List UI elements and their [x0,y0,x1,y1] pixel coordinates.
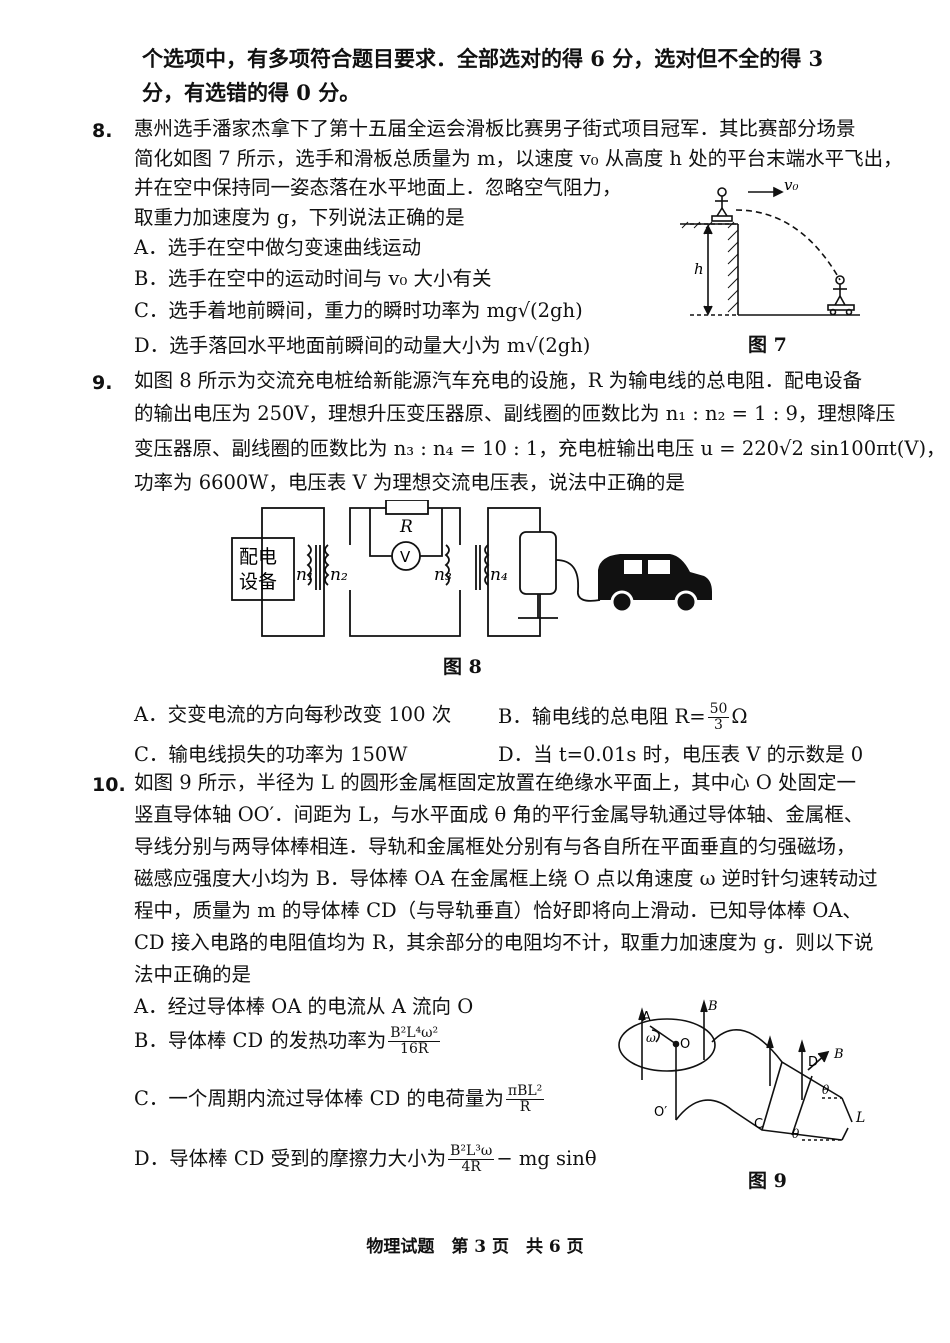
question-8-option-c: C．选手着地前瞬间，重力的瞬时功率为 mg√(2gh) [134,299,583,322]
question-9-option-d: D．当 t=0.01s 时，电压表 V 的示数是 0 [498,743,864,766]
page-footer: 物理试题 第 3 页 共 6 页 [366,1237,584,1257]
figure-9-rail-diagram: A B O ω O′ C D B θ θ L [618,999,865,1141]
fraction-denominator: 4R [461,1159,481,1175]
question-9-stem-line: 如图 8 所示为交流充电桩给新能源汽车充电的设施，R 为输电线的总电阻．配电设备 [134,369,863,392]
option-d-text: D．导体棒 CD 受到的摩擦力大小为 [134,1147,447,1170]
resistor-label: R [399,517,413,537]
coil-label: n₄ [490,565,508,585]
question-8-option-d: D．选手落回水平地面前瞬间的动量大小为 m√(2gh) [134,334,591,357]
fraction-numerator: B²L⁴ω² [388,1025,441,1042]
point-c-label: C [754,1117,763,1132]
question-9-option-a: A．交变电流的方向每秒改变 100 次 [134,703,452,726]
question-9-stem-line: 的输出电压为 250V，理想升压变压器原、副线圈的匝数比为 n₁ : n₂ = … [134,402,896,425]
fraction-numerator: 50 [707,701,730,718]
distance-l-label: L [855,1110,865,1126]
unit: Ω [731,705,748,728]
figure-7-skateboard-diagram: v₀ h [680,176,860,316]
question-8-stem-line: 并在空中保持同一姿态落在水平地面上．忽略空气阻力， [134,176,622,199]
question-10-stem-line: 竖直导体轴 OO′．间距为 L，与水平面成 θ 角的平行金属导轨通过导体轴、金属… [134,803,864,826]
figure-8-caption: 图 8 [443,656,482,678]
question-8-stem-line: 取重力加速度为 g，下列说法正确的是 [134,206,465,229]
device-label: 配电 [239,546,277,568]
height-label: h [694,260,704,278]
coil-label: n₃ [434,565,452,585]
figure-9-caption: 图 9 [748,1170,787,1192]
question-10-stem-line: 程中，质量为 m 的导体棒 CD（与导轨垂直）恰好即将向上滑动．已知导体棒 OA… [134,899,862,922]
velocity-label: v₀ [784,176,799,194]
voltmeter-label: V [400,548,411,566]
option-b-text: B．导体棒 CD 的发热功率为 [134,1029,387,1052]
question-8-stem-line: 简化如图 7 所示，选手和滑板总质量为 m，以速度 v₀ 从高度 h 处的平台末… [134,147,903,170]
field-b-label: B [833,1047,844,1062]
point-d-label: D [808,1055,818,1070]
question-9-number: 9. [92,372,113,394]
option-b-text: B．输电线的总电阻 R= [498,705,706,728]
section-instruction-line2: 分，有选错的得 0 分。 [142,80,361,105]
question-10-stem-line: 磁感应强度大小均为 B．导体棒 OA 在金属框上绕 O 点以角速度 ω 逆时针匀… [134,867,878,890]
question-10-stem-line: 导线分别与两导体棒相连．导轨和金属框处分别有与各自所在平面垂直的匀强磁场， [134,835,856,858]
point-a-label: A [642,1010,651,1025]
question-8-option-a: A．选手在空中做匀变速曲线运动 [134,236,422,259]
fraction-numerator: πBL² [505,1083,545,1100]
figure-8-circuit-diagram: 配电 设备 R V n₁ n₂ n₃ n₄ [231,500,712,637]
question-8-number: 8. [92,120,113,142]
fraction-denominator: 3 [714,717,723,733]
question-9-stem-line: 功率为 6600W，电压表 V 为理想交流电压表，说法中正确的是 [134,471,685,494]
option-c-text: C．一个周期内流过导体棒 CD 的电荷量为 [134,1087,504,1110]
point-o-prime-label: O′ [654,1105,667,1120]
question-8-stem-line: 惠州选手潘家杰拿下了第十五届全运会滑板比赛男子街式项目冠军．其比赛部分场景 [134,117,856,140]
coil-label: n₂ [330,565,348,585]
fraction-denominator: R [519,1099,531,1115]
section-instruction-line1: 个选项中，有多项符合题目要求．全部选对的得 6 分，选对但不全的得 3 [142,46,824,71]
fraction-denominator: 16R [400,1041,429,1057]
question-10-stem-line: 如图 9 所示，半径为 L 的圆形金属框固定放置在绝缘水平面上，其中心 O 处固… [134,771,857,794]
question-9-option-c: C．输电线损失的功率为 150W [134,743,408,766]
question-10-option-a: A．经过导体棒 OA 的电流从 A 流向 O [134,995,474,1018]
omega-label: ω [646,1031,656,1045]
fraction-numerator: B²L³ω [448,1143,495,1160]
point-o-label: O [680,1037,690,1052]
figure-7-caption: 图 7 [748,334,787,356]
question-8-option-b: B．选手在空中的运动时间与 v₀ 大小有关 [134,267,492,290]
car-icon [598,554,712,614]
device-label: 设备 [239,571,277,593]
question-10-stem-line: 法中正确的是 [134,963,252,986]
question-10-stem-line: CD 接入电路的电阻值均为 R，其余部分的电阻均不计，取重力加速度为 g．则以下… [134,931,874,954]
question-10-number: 10. [92,774,126,796]
option-d-tail: − mg sinθ [496,1147,597,1170]
coil-label: n₁ [296,565,314,585]
question-9-stem-line: 变压器原、副线圈的匝数比为 n₃ : n₄ = 10 : 1，充电桩输出电压 u… [134,437,946,460]
theta-label: θ [792,1127,800,1141]
field-b-label: B [707,999,718,1014]
theta-label: θ [822,1083,830,1097]
